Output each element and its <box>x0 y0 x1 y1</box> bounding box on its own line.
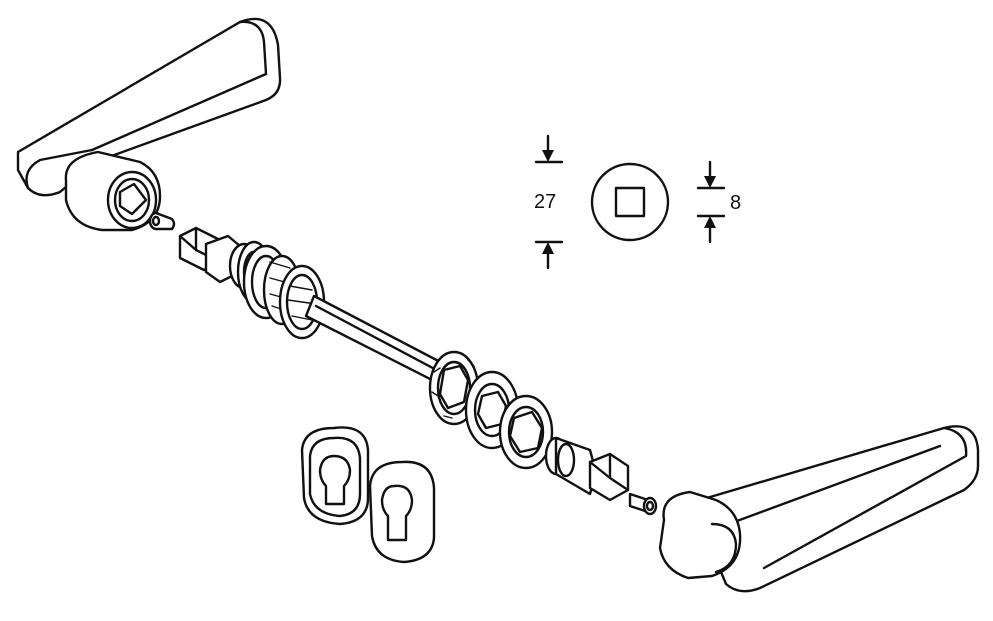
left-lever-handle <box>16 17 282 232</box>
escutcheon-front <box>368 460 436 564</box>
spindle-size-dimension: 8 <box>696 160 741 244</box>
right-lever-handle <box>658 425 980 593</box>
square-spindle-section <box>614 186 646 218</box>
right-spindle-piece <box>544 436 630 502</box>
spindle-size-label: 8 <box>730 192 741 214</box>
rose-section-view <box>590 162 670 242</box>
main-spindle-tube <box>304 294 450 386</box>
rose-diameter-label: 27 <box>534 191 556 213</box>
right-washer-2 <box>498 394 554 470</box>
left-grub-screw <box>148 211 176 231</box>
left-spindle-assembly <box>178 226 326 340</box>
rose-diameter-dimension: 27 <box>534 134 564 270</box>
escutcheon-back <box>300 426 370 526</box>
right-grub-screw <box>628 492 658 516</box>
